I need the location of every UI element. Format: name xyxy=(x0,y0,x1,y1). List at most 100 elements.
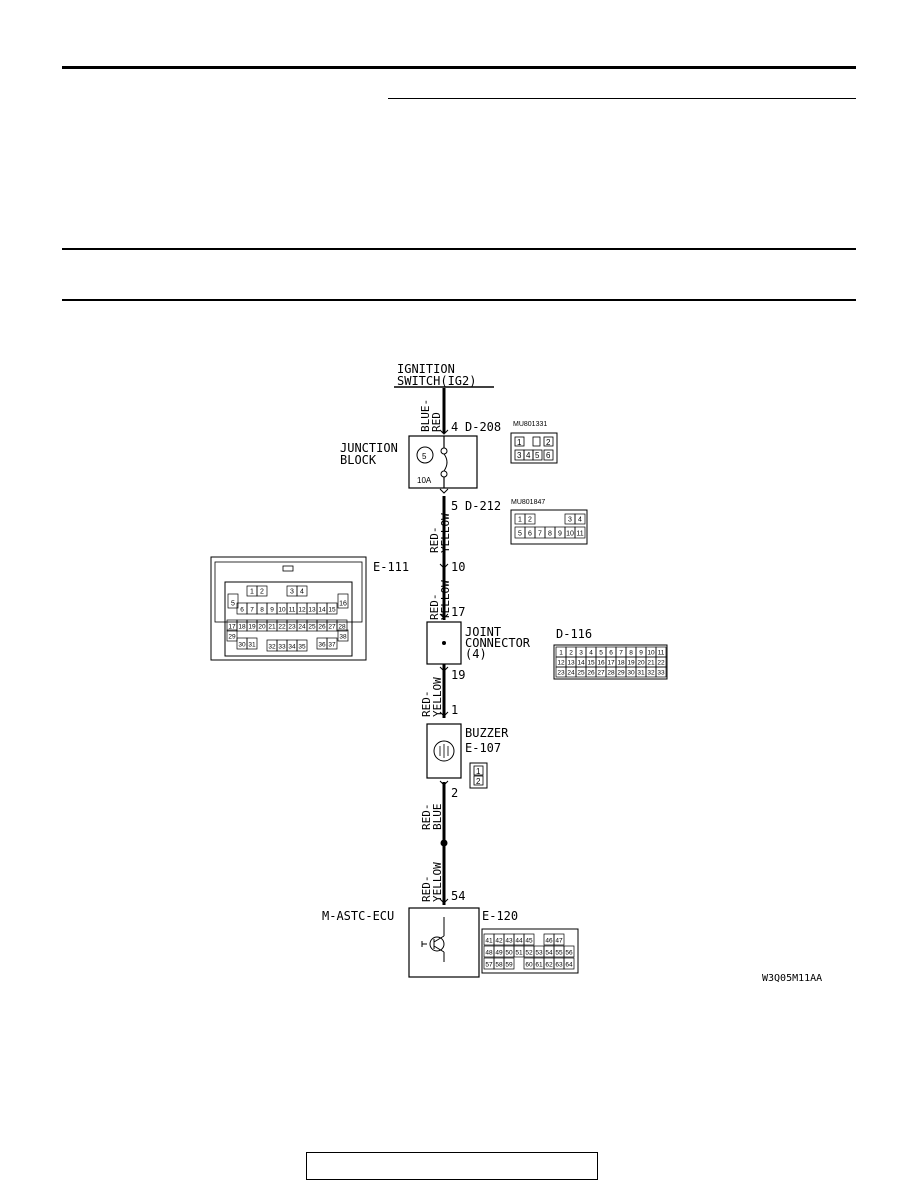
svg-text:RED-: RED- xyxy=(420,804,433,831)
e111-cell xyxy=(337,593,349,609)
connector-id-e120: E-120 xyxy=(482,909,518,923)
d212-cell xyxy=(574,526,586,539)
pin-2: 2 xyxy=(451,786,458,800)
pin-17: 17 xyxy=(451,605,465,619)
d116-pin-number: 22 xyxy=(657,660,665,667)
svg-text:YELLOW: YELLOW xyxy=(439,513,452,553)
fuse-number-circle xyxy=(416,446,434,464)
e111-pin-number: 27 xyxy=(328,624,336,631)
e120-cell xyxy=(563,957,575,970)
svg-text:1: 1 xyxy=(517,438,522,447)
e111-pin-number: 15 xyxy=(328,607,336,614)
d116-pin-number: 29 xyxy=(617,670,625,677)
e111-pin-number: 32 xyxy=(268,644,276,651)
d116-pin-number: 6 xyxy=(609,650,613,657)
e120-cell xyxy=(553,933,565,946)
e111-pin-number: 11 xyxy=(289,607,296,614)
e120-pin-number: 59 xyxy=(505,962,513,969)
connector-face-e107: 1 2 xyxy=(469,762,488,789)
e111-pin-number: 38 xyxy=(339,634,347,641)
e111-pin-number: 12 xyxy=(298,607,306,614)
connector-chevron xyxy=(439,666,449,672)
e111-cell xyxy=(326,637,338,650)
e120-pin-number: 41 xyxy=(485,938,493,945)
pin-54: 54 xyxy=(451,889,465,903)
e120-pin-number: 47 xyxy=(555,938,563,945)
d116-pin-number: 9 xyxy=(639,650,643,657)
e111-pin-number: 23 xyxy=(288,624,296,631)
e111-pin-number: 22 xyxy=(278,624,286,631)
e111-cell xyxy=(326,602,338,615)
e111-pin-number: 26 xyxy=(318,624,326,631)
e111-cell xyxy=(296,585,308,597)
e111-pin-number: 34 xyxy=(288,644,296,651)
wire-color-label-1: BLUE- RED xyxy=(419,399,443,432)
d212-cell xyxy=(524,513,536,525)
d116-pin-number: 4 xyxy=(589,650,593,657)
e111-pin-number: 20 xyxy=(258,624,266,631)
part-number-d208: MU801331 xyxy=(513,421,547,428)
e111-pin-number: 9 xyxy=(270,607,274,614)
wire-color-label-3: RED- YELLOW xyxy=(428,580,452,620)
d116-pin-number: 11 xyxy=(658,650,665,657)
svg-text:YELLOW: YELLOW xyxy=(431,862,444,902)
e120-pin-number: 44 xyxy=(515,938,523,945)
e120-pin-number: 46 xyxy=(545,938,553,945)
connector-id-e107: E-107 xyxy=(465,741,501,755)
e111-pin-number: 33 xyxy=(278,644,286,651)
e111-cell xyxy=(296,639,308,652)
header-rule xyxy=(62,66,856,69)
joint-point xyxy=(442,641,446,645)
e120-pin-number: 52 xyxy=(525,950,533,957)
svg-text:BLUE: BLUE xyxy=(431,804,444,831)
e120-pin-number: 51 xyxy=(515,950,523,957)
svg-text:YELLOW: YELLOW xyxy=(439,580,452,620)
connector-chevron xyxy=(439,898,449,904)
connector-chevron xyxy=(439,711,449,717)
svg-text:BLUE-: BLUE- xyxy=(419,399,432,432)
e111-pin-number: 24 xyxy=(298,624,306,631)
e111-pin-number: 13 xyxy=(308,607,316,614)
e120-pin-number: 60 xyxy=(525,962,533,969)
e111-cell xyxy=(227,593,239,609)
e111-pin-number: 4 xyxy=(300,589,304,596)
svg-text:5: 5 xyxy=(535,451,540,460)
e111-pin-number: 18 xyxy=(238,624,246,631)
e111-pin-number: 17 xyxy=(228,624,236,631)
d212-pin-number: 4 xyxy=(578,517,582,524)
svg-text:4: 4 xyxy=(526,451,531,460)
e120-pin-number: 63 xyxy=(555,962,563,969)
pin-10: 10 xyxy=(451,560,465,574)
connector-chevron xyxy=(439,613,449,619)
joint-connector-label-2: CONNECTOR xyxy=(465,636,531,650)
part-number-d212: MU801847 xyxy=(511,499,545,506)
e111-pin-number: 37 xyxy=(328,642,336,649)
section-band-top-rule xyxy=(62,248,856,250)
connector-chevron xyxy=(439,488,449,494)
junction-block-label-1: JUNCTION xyxy=(340,441,398,455)
d116-pin-number: 33 xyxy=(657,670,665,677)
d116-pin-number: 1 xyxy=(559,650,563,657)
d116-pin-number: 19 xyxy=(627,660,635,667)
wire-color-label-5: RED- BLUE xyxy=(420,804,444,831)
d212-pin-number: 7 xyxy=(538,531,542,538)
buzzer-label: BUZZER xyxy=(465,726,509,740)
section-band-bottom-rule xyxy=(62,299,856,301)
d212-pin-number: 8 xyxy=(548,531,552,538)
d116-pin-number: 28 xyxy=(607,670,615,677)
e111-cell xyxy=(337,629,349,642)
d116-pin-number: 12 xyxy=(557,660,565,667)
svg-text:RED-: RED- xyxy=(420,691,433,718)
d116-pin-number: 2 xyxy=(569,650,573,657)
d116-pin-number: 24 xyxy=(567,670,575,677)
e111-cell xyxy=(246,637,258,650)
svg-text:2: 2 xyxy=(476,777,481,786)
e111-pin-number: 31 xyxy=(248,642,256,649)
svg-text:RED-: RED- xyxy=(428,594,441,621)
d212-pin-number: 2 xyxy=(528,517,532,524)
d116-pin-number: 26 xyxy=(587,670,595,677)
d212-cell xyxy=(574,513,586,525)
